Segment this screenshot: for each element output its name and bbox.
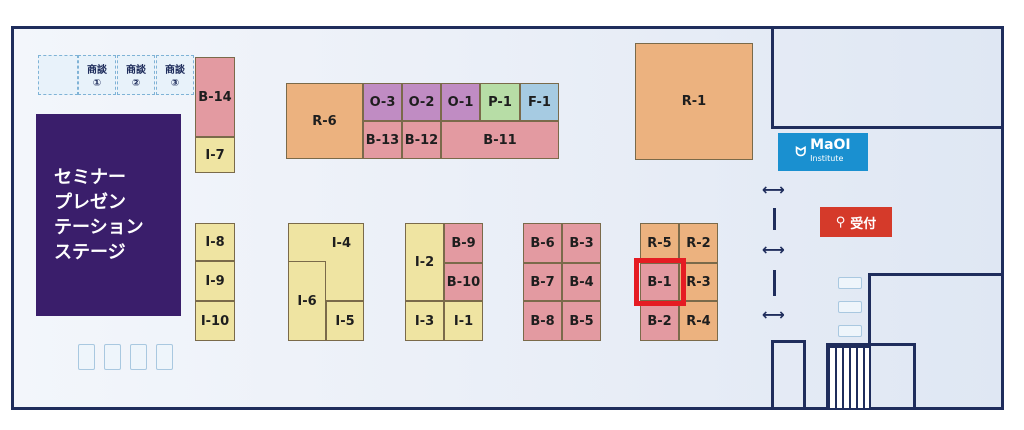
booth-f-1[interactable]: F-1 bbox=[520, 83, 559, 121]
chair bbox=[78, 344, 95, 370]
logo-text: MaOI bbox=[810, 137, 851, 153]
seminar-stage[interactable]: セミナー プレゼン テーション ステージ bbox=[36, 114, 181, 316]
stage-line: プレゼン bbox=[54, 192, 126, 213]
booth-i-1[interactable]: I-1 bbox=[444, 301, 483, 341]
booth-b-10[interactable]: B-10 bbox=[444, 263, 483, 301]
booth-i-9[interactable]: I-9 bbox=[195, 261, 235, 301]
maoi-logo: ᗢ MaOI Institute bbox=[778, 133, 868, 171]
chair bbox=[838, 325, 862, 337]
booth-i-6[interactable]: I-6 bbox=[288, 261, 326, 341]
chair bbox=[104, 344, 121, 370]
booth-b-14[interactable]: B-14 bbox=[195, 57, 235, 137]
booth-i-3[interactable]: I-3 bbox=[405, 301, 444, 341]
reception-label: 受付 bbox=[850, 216, 877, 232]
booth-r-1[interactable]: R-1 bbox=[635, 43, 753, 160]
aisle-divider bbox=[773, 208, 776, 230]
booth-p-1[interactable]: P-1 bbox=[480, 83, 520, 121]
booth-b-8[interactable]: B-8 bbox=[523, 301, 562, 341]
wall bbox=[771, 340, 774, 410]
stage-line: セミナー bbox=[54, 167, 126, 188]
chair bbox=[838, 301, 862, 313]
wall bbox=[771, 340, 804, 343]
booth-r-6[interactable]: R-6 bbox=[286, 83, 363, 159]
booth-b-3[interactable]: B-3 bbox=[562, 223, 601, 263]
booth-i-2[interactable]: I-2 bbox=[405, 223, 444, 301]
stairs bbox=[826, 346, 871, 410]
meeting-room-1[interactable]: 商談 ① bbox=[78, 55, 116, 95]
booth-b-12[interactable]: B-12 bbox=[402, 121, 441, 159]
booth-i-10[interactable]: I-10 bbox=[195, 301, 235, 341]
booth-r-5[interactable]: R-5 bbox=[640, 223, 679, 263]
booth-b-11[interactable]: B-11 bbox=[441, 121, 559, 159]
booth-b-6[interactable]: B-6 bbox=[523, 223, 562, 263]
chair bbox=[838, 277, 862, 289]
wall bbox=[868, 273, 871, 410]
wall bbox=[868, 273, 1004, 276]
meeting-room-3[interactable]: 商談 ③ bbox=[156, 55, 194, 95]
wall bbox=[771, 26, 774, 128]
booth-o-2[interactable]: O-2 bbox=[402, 83, 441, 121]
booth-i-7[interactable]: I-7 bbox=[195, 137, 235, 173]
booth-i-8[interactable]: I-8 bbox=[195, 223, 235, 261]
booth-o-3[interactable]: O-3 bbox=[363, 83, 402, 121]
booth-r-4[interactable]: R-4 bbox=[679, 301, 718, 341]
wall bbox=[771, 126, 1004, 129]
chair bbox=[156, 344, 173, 370]
wall bbox=[803, 340, 806, 410]
person-icon: ᗢ bbox=[795, 144, 807, 160]
meeting-room-2[interactable]: 商談 ② bbox=[117, 55, 155, 95]
wall bbox=[913, 343, 916, 410]
highlight-marker bbox=[634, 258, 686, 306]
booth-b-7[interactable]: B-7 bbox=[523, 263, 562, 301]
wall bbox=[826, 343, 916, 346]
stage-line: テーション bbox=[54, 217, 144, 238]
booth-b-1[interactable]: B-1 bbox=[640, 263, 679, 301]
booth-i-5[interactable]: I-5 bbox=[326, 301, 364, 341]
booth-b-2[interactable]: B-2 bbox=[640, 301, 679, 341]
chair bbox=[130, 344, 147, 370]
booth-o-1[interactable]: O-1 bbox=[441, 83, 480, 121]
stage-line: ステージ bbox=[54, 242, 126, 263]
restroom-icon: ⚲ bbox=[835, 214, 846, 230]
aisle-arrow-icon: ⟷ bbox=[762, 240, 785, 259]
booth-b-4[interactable]: B-4 bbox=[562, 263, 601, 301]
meeting-room-corridor bbox=[38, 55, 78, 95]
logo-subtext: Institute bbox=[810, 154, 844, 163]
booth-r-2[interactable]: R-2 bbox=[679, 223, 718, 263]
booth-b-5[interactable]: B-5 bbox=[562, 301, 601, 341]
aisle-arrow-icon: ⟷ bbox=[762, 305, 785, 324]
booth-b-9[interactable]: B-9 bbox=[444, 223, 483, 263]
aisle-arrow-icon: ⟷ bbox=[762, 180, 785, 199]
aisle-divider bbox=[773, 270, 776, 296]
reception-sign: ⚲ 受付 bbox=[820, 207, 892, 237]
booth-b-13[interactable]: B-13 bbox=[363, 121, 402, 159]
